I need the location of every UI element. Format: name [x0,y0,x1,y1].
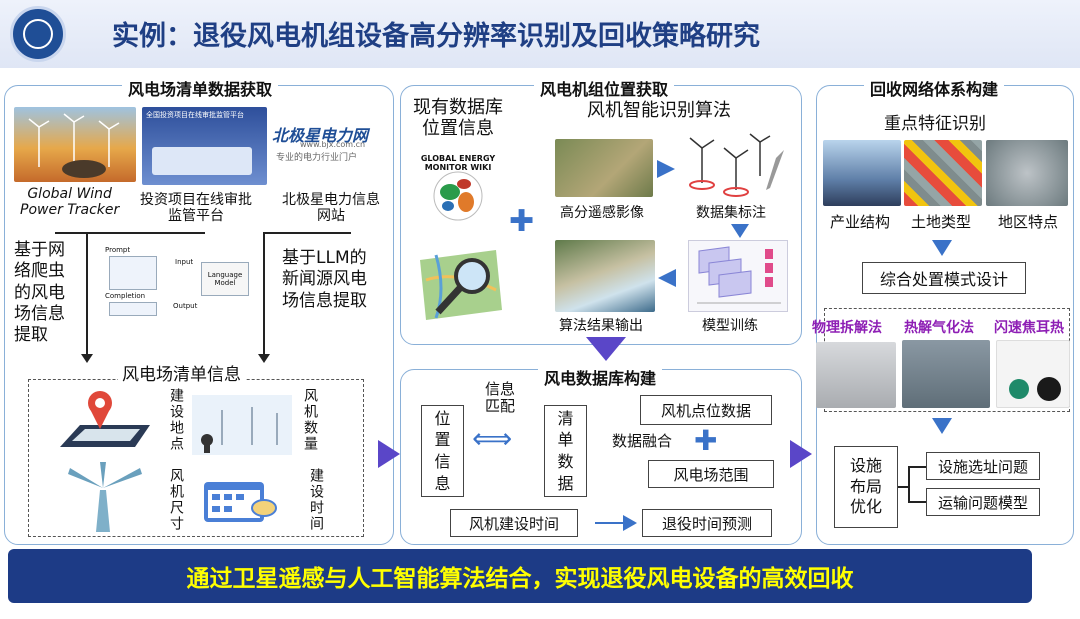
global-wind-tracker-image [14,107,136,182]
investment-platform-label: 投资项目在线审批 监管平台 [140,192,252,225]
gem-wiki-logo [412,152,504,234]
investment-platform-banner: 全国投资项目在线审批监管平台 [146,111,244,119]
step-arrow-3 [658,269,676,287]
method-physical: 物理拆解法 [812,320,882,336]
methods-arrow [932,418,952,434]
location-pin-icon [50,385,160,455]
position-info-box: 位置信息 [421,405,464,497]
features-title: 重点特征识别 [884,114,986,134]
disposal-design-box: 综合处置模式设计 [862,262,1026,294]
algorithm-output-image [555,240,655,312]
pyrolysis-image [902,340,990,408]
bjx-label: 北极星电力信息 网站 [282,192,380,225]
middle-bottom-title: 风电数据库构建 [538,365,663,389]
feature-region: 地区特点 [998,213,1059,231]
gem-wiki-label: GLOBAL ENERGY MONITOR WIKI [420,154,496,172]
feature-industry: 产业结构 [830,213,891,231]
global-wind-tracker-label: Global Wind Power Tracker [20,186,120,219]
physical-dismantle-image [816,342,896,408]
plus-icon-2: ✚ [694,424,718,457]
list-item-location: 建设地点 [168,388,184,452]
bjx-url: www.bjx.com.cn [300,140,366,149]
turbine-count-icon [192,385,292,455]
transport-model-box: 运输问题模型 [926,488,1040,516]
facility-optimization-box: 设施 布局 优化 [834,446,898,528]
arrow-left-to-middle [378,440,400,468]
arrow-top-to-bottom [586,337,626,361]
llm-arrow [258,233,270,363]
dataset-annotation-icon [680,128,788,198]
wind-turbine-illustration-icon [28,113,120,178]
middle-top-title: 风电机组位置获取 [534,76,675,100]
investment-platform-screenshot: 全国投资项目在线审批监管平台 [142,107,267,185]
turbine-points-box: 风机点位数据 [640,395,772,425]
university-logo [10,6,66,62]
llm-text: 基于LLM的 新闻源风电 场信息提取 [282,248,367,311]
step-model-training: 模型训练 [702,318,758,334]
method-joule: 闪速焦耳热 [994,320,1064,336]
crawler-text: 基于网 络爬虫 的风电 场信息 提取 [14,240,65,345]
right-panel-title: 回收网络体系构建 [864,76,1005,100]
features-arrow [932,240,952,256]
flash-joule-image [996,340,1070,408]
land-type-image [904,140,982,206]
step-remote-sensing: 高分遥感影像 [560,205,644,221]
crawler-arrow [81,233,93,363]
plus-icon-1: ✚ [509,204,535,239]
bjx-logo: 北极星电力网 [272,126,369,145]
bidirectional-arrow-icon: ⟺ [472,422,513,455]
site-selection-box: 设施选址问题 [926,452,1040,480]
data-fusion-text: 数据融合 [612,432,673,450]
feature-land: 土地类型 [911,213,972,231]
map-magnifier-icon [416,240,504,328]
calendar-icon [202,474,278,526]
step-arrow-2 [731,224,749,238]
industry-structure-image [823,140,901,206]
info-match-text: 信息 匹配 [485,380,516,416]
retire-predict-box: 退役时间预测 [642,509,772,537]
existing-db-text: 现有数据库 位置信息 [413,97,503,139]
slide-title: 实例：退役风电机组设备高分辨率识别及回收策略研究 [112,21,760,52]
algo-title: 风机智能识别算法 [587,100,731,121]
regional-feature-image [986,140,1068,206]
step-algo-output: 算法结果输出 [559,318,643,334]
method-pyrolysis: 热解气化法 [904,320,974,336]
build-time-box: 风机建设时间 [450,509,578,537]
bjx-tagline: 专业的电力行业门户 [276,153,358,163]
conclusion-banner: 通过卫星遥感与人工智能算法结合，实现退役风电设备的高效回收 [8,549,1032,603]
turbine-size-icon [58,460,148,532]
list-item-time: 建设时间 [308,468,324,532]
title-bar [0,0,1080,68]
left-panel-title: 风电场清单数据获取 [122,76,279,100]
farm-list-title: 风电场清单信息 [118,365,245,386]
llm-diagram: Prompt Input Language Model Completion O… [103,244,253,324]
list-item-size: 风机尺寸 [168,468,184,532]
step-arrow-1 [657,160,675,178]
list-item-count: 风机数量 [302,388,318,452]
arrow-middle-to-right [790,440,812,468]
list-data-box: 清单数据 [544,405,587,497]
remote-sensing-image [555,139,653,197]
step-annotation: 数据集标注 [696,205,766,221]
farm-range-box: 风电场范围 [648,460,774,488]
model-training-diagram [688,240,788,312]
retire-arrow [623,515,637,531]
conclusion-text: 通过卫星遥感与人工智能算法结合，实现退役风电设备的高效回收 [186,566,854,592]
